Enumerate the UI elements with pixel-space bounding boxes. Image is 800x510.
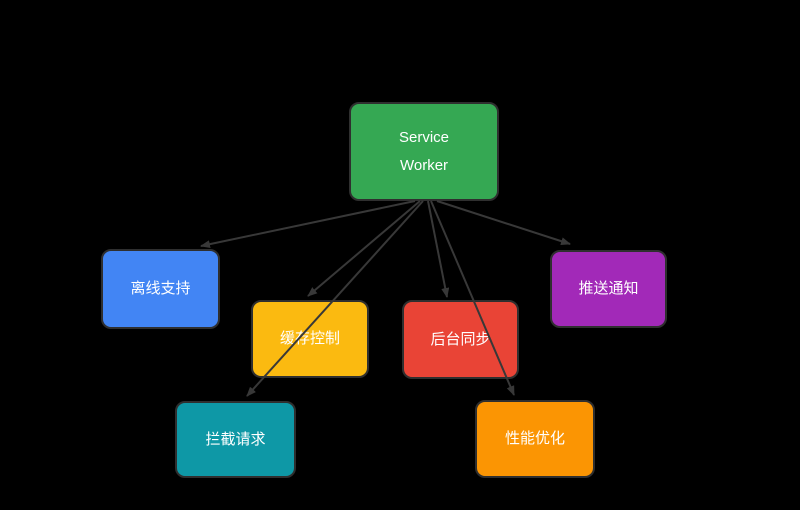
node-offline-support: 离线支持 <box>101 249 220 329</box>
node-label: 性能优化 <box>504 430 565 447</box>
node-background-sync: 后台同步 <box>402 300 519 379</box>
node-intercept-request: 拦截请求 <box>175 401 296 478</box>
node-cache-control: 缓存控制 <box>251 300 369 378</box>
edge-service-worker-to-push-notification <box>436 200 571 246</box>
node-label: 拦截请求 <box>205 430 266 448</box>
node-label: 缓存控制 <box>279 330 340 347</box>
edge-service-worker-to-offline-support <box>200 200 416 249</box>
node-label: 离线支持 <box>130 280 191 297</box>
node-label: 推送通知 <box>578 280 639 297</box>
node-push-notification: 推送通知 <box>550 250 667 328</box>
node-label: 后台同步 <box>430 330 491 348</box>
node-performance-optimization: 性能优化 <box>475 400 595 478</box>
node-label: Service <box>398 128 450 146</box>
edge-service-worker-to-cache-control <box>307 200 421 297</box>
edge-service-worker-to-background-sync <box>427 200 450 298</box>
node-label: Worker <box>399 156 449 174</box>
